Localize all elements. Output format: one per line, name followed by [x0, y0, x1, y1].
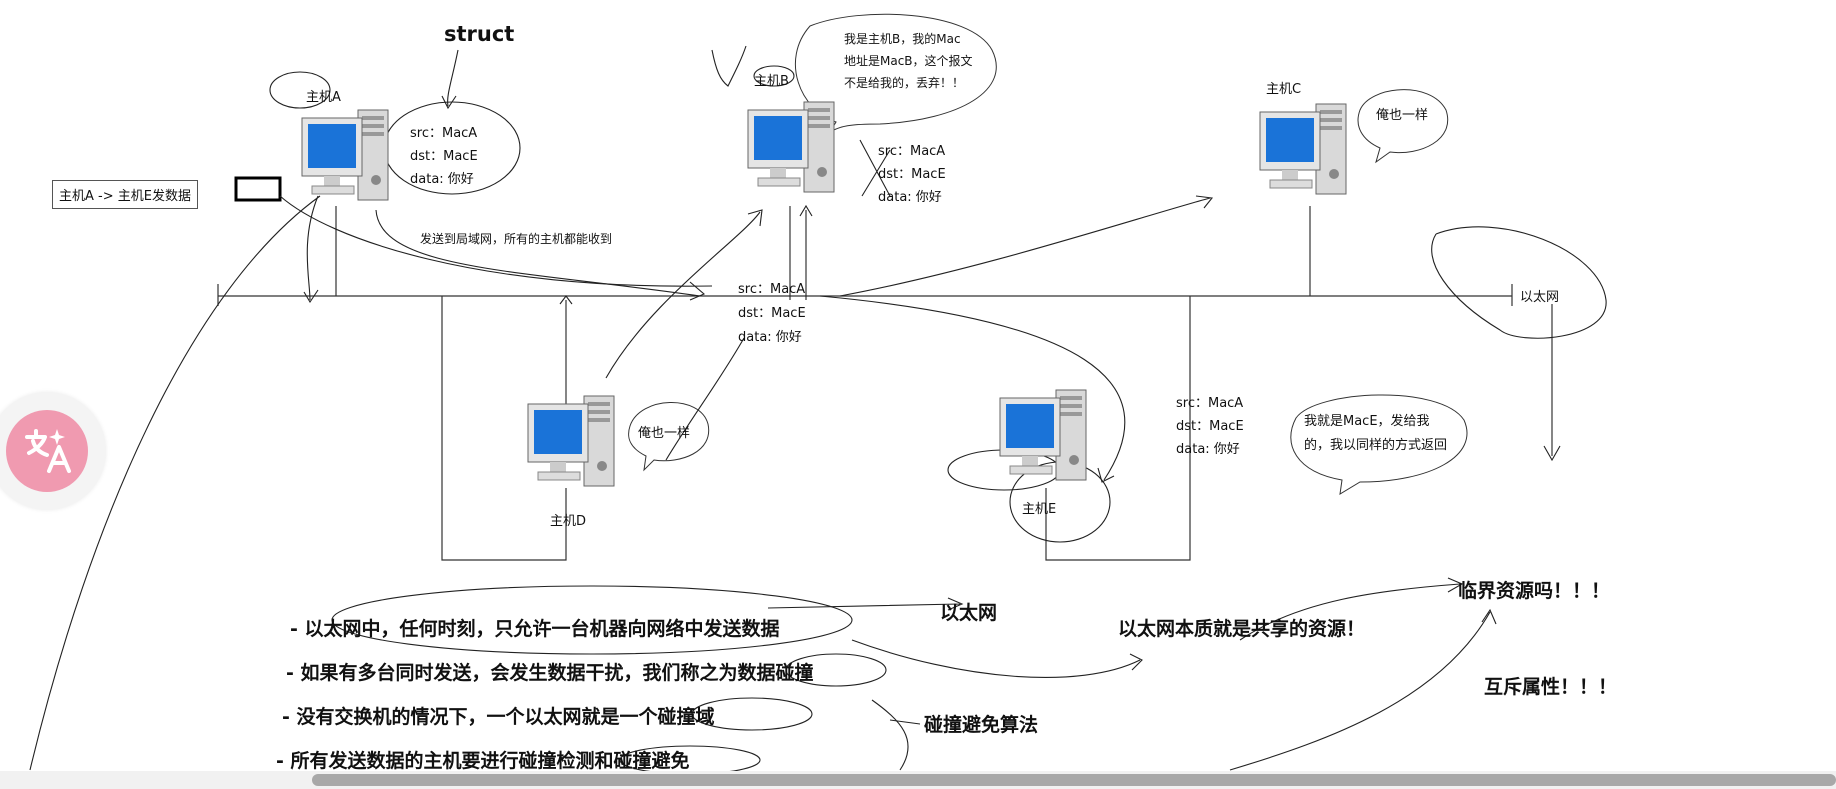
bubble-e-line: 我就是MacE，发给我 [1304, 414, 1430, 429]
horizontal-scrollbar-thumb[interactable] [312, 774, 1836, 786]
host-b-computer-icon [747, 101, 835, 193]
host-a-computer-icon [301, 109, 389, 201]
host-c-computer-icon [1259, 103, 1347, 195]
annotation-critical-resource: 临界资源吗！！！ [1458, 580, 1611, 602]
annotation-mutex: 互斥属性！！！ [1484, 676, 1618, 698]
frame-a-src: src：MacA [410, 126, 478, 141]
annotation-collision-avoidance: 碰撞避免算法 [924, 714, 1039, 736]
bubble-d-text: 俺也一样 [638, 426, 691, 441]
broadcast-label: 发送到局域网，所有的主机都能收到 [420, 232, 613, 246]
bullet-4: - 所有发送数据的主机要进行碰撞检测和碰撞避免 [276, 750, 690, 772]
frame-mid-dst: dst：MacE [738, 306, 806, 321]
translate-icon [6, 410, 88, 492]
bullet-1: - 以太网中，任何时刻，只允许一台机器向网络中发送数据 [290, 618, 780, 640]
bubble-b-text: 我是主机B，我的Mac 地址是MacB，这个报文 不是给我的，丢弃！！ [844, 28, 973, 94]
bubble-b-line: 不是给我的，丢弃！！ [844, 76, 965, 90]
frame-b-data: data: 你好 [878, 190, 942, 205]
host-c-label: 主机C [1266, 82, 1302, 97]
frame-mid-data: data: 你好 [738, 330, 802, 345]
bubble-b-line: 地址是MacB，这个报文 [844, 54, 973, 68]
bubble-c-text: 俺也一样 [1376, 108, 1429, 123]
host-b-label: 主机B [754, 74, 789, 89]
bubble-b-line: 我是主机B，我的Mac [844, 32, 961, 46]
frame-e-src: src：MacA [1176, 396, 1244, 411]
frame-b-dst: dst：MacE [878, 167, 946, 182]
struct-label: struct [444, 22, 515, 46]
send-note-text: 主机A -> 主机E发数据 [59, 189, 191, 204]
host-d-label: 主机D [550, 514, 587, 529]
frame-mid-src: src：MacA [738, 282, 806, 297]
send-note-box: 主机A -> 主机E发数据 [52, 180, 198, 209]
frame-a-data: data: 你好 [410, 172, 474, 187]
bullet-2: - 如果有多台同时发送，会发生数据干扰，我们称之为数据碰撞 [286, 662, 814, 684]
frame-e-dst: dst：MacE [1176, 419, 1244, 434]
bubble-e-text: 我就是MacE，发给我 的，我以同样的方式返回 [1304, 410, 1447, 458]
host-e-computer-icon [999, 389, 1087, 481]
frame-e-data: data: 你好 [1176, 442, 1240, 457]
host-e-label: 主机E [1022, 502, 1057, 517]
host-d-computer-icon [527, 395, 615, 487]
annotation-shared-resource: 以太网本质就是共享的资源！ [1118, 618, 1366, 640]
ethernet-label: 以太网 [1520, 290, 1560, 305]
bullet-3: - 没有交换机的情况下，一个以太网就是一个碰撞域 [282, 706, 715, 728]
translate-floating-button[interactable] [0, 392, 106, 510]
bubble-e-line: 的，我以同样的方式返回 [1304, 438, 1448, 453]
frame-a-dst: dst：MacE [410, 149, 478, 164]
host-a-label: 主机A [306, 90, 341, 105]
annotation-ethernet: 以太网 [940, 602, 998, 624]
frame-b-src: src：MacA [878, 144, 946, 159]
